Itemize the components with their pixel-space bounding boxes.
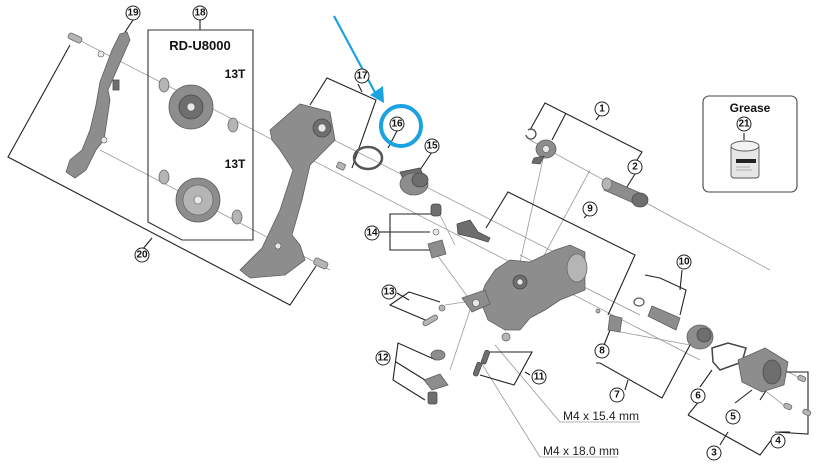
callouts: 19 18 17 16 15 1 2 21 9 14 20 10 13 8 12… <box>125 5 786 461</box>
screw-spec-label-short: M4 x 15.4 mm <box>563 409 639 423</box>
unit-part-7 <box>686 324 714 350</box>
pulley-teeth-upper-label: 13T <box>225 67 246 81</box>
svg-text:3: 3 <box>711 448 717 459</box>
svg-text:10: 10 <box>678 257 690 268</box>
svg-text:9: 9 <box>587 204 593 215</box>
callout-12[interactable]: 12 <box>375 350 391 366</box>
svg-text:2: 2 <box>632 162 638 173</box>
svg-text:7: 7 <box>614 390 620 401</box>
callout-16[interactable]: 16 <box>389 116 405 132</box>
callout-8[interactable]: 8 <box>594 343 610 359</box>
callout-17[interactable]: 17 <box>354 68 370 84</box>
adjusting-bolt-part-2 <box>601 177 649 208</box>
callout-11[interactable]: 11 <box>531 369 547 385</box>
callout-14[interactable]: 14 <box>364 225 380 241</box>
svg-text:5: 5 <box>730 412 736 423</box>
screw-part-13 <box>422 304 446 327</box>
parts-group-12 <box>423 349 449 405</box>
screw-part-19 <box>67 32 83 44</box>
cable-fixing-part-1 <box>525 128 557 165</box>
outer-plate-part-17 <box>239 103 346 279</box>
lever-part-9 <box>456 219 491 243</box>
callout-3[interactable]: 3 <box>706 445 722 461</box>
svg-text:8: 8 <box>599 346 605 357</box>
callout-18[interactable]: 18 <box>192 5 208 21</box>
svg-text:17: 17 <box>356 71 368 82</box>
callout-13[interactable]: 13 <box>381 284 397 300</box>
grease-jar-icon <box>730 140 760 179</box>
svg-text:21: 21 <box>738 119 750 130</box>
callout-2[interactable]: 2 <box>627 159 643 175</box>
pulley-lower-part-18 <box>158 169 243 225</box>
highlight-arrowhead-icon <box>370 86 384 103</box>
pulley-teeth-lower-label: 13T <box>225 157 246 171</box>
highlight-annotation <box>333 15 423 148</box>
bushing-part-15 <box>399 167 429 196</box>
callout-20[interactable]: 20 <box>134 247 150 263</box>
callout-19[interactable]: 19 <box>125 5 141 21</box>
highlight-circle-icon <box>379 104 423 148</box>
grease-box: Grease <box>702 95 798 193</box>
grease-label: Grease <box>730 101 771 115</box>
parts-group-14 <box>427 203 447 259</box>
callout-15[interactable]: 15 <box>424 138 440 154</box>
cover-part-5 <box>737 347 789 393</box>
svg-text:11: 11 <box>534 372 545 383</box>
svg-text:20: 20 <box>136 250 148 261</box>
svg-text:6: 6 <box>695 391 701 402</box>
callout-9[interactable]: 9 <box>582 201 598 217</box>
svg-text:4: 4 <box>775 436 781 447</box>
callout-21[interactable]: 21 <box>736 116 752 132</box>
svg-text:16: 16 <box>391 119 403 130</box>
b-tension-spring-clip-part-16 <box>352 145 384 171</box>
callout-5[interactable]: 5 <box>725 409 741 425</box>
main-body-part-9 <box>461 244 588 342</box>
model-label: RD-U8000 <box>169 38 230 53</box>
screws-part-4 <box>783 374 812 417</box>
screw-spec-label-long: M4 x 18.0 mm <box>543 444 619 458</box>
svg-text:15: 15 <box>426 141 438 152</box>
pivot-shaft-part-10 <box>633 297 681 331</box>
highlight-arrow-icon <box>333 15 379 99</box>
small-part-8 <box>595 308 623 333</box>
svg-text:14: 14 <box>366 228 378 239</box>
callout-10[interactable]: 10 <box>676 254 692 270</box>
svg-text:18: 18 <box>194 8 206 19</box>
svg-text:12: 12 <box>377 353 389 364</box>
callout-6[interactable]: 6 <box>690 388 706 404</box>
callout-1[interactable]: 1 <box>594 101 610 117</box>
screws-part-11 <box>472 349 491 377</box>
pulley-upper-part-18 <box>158 77 239 133</box>
svg-text:19: 19 <box>127 8 139 19</box>
screw-part-20 <box>313 257 329 270</box>
inner-plate-part-19 <box>65 31 131 179</box>
brackets <box>7 19 809 456</box>
callout-4[interactable]: 4 <box>770 433 786 449</box>
svg-text:1: 1 <box>599 104 605 115</box>
callout-7[interactable]: 7 <box>609 387 625 403</box>
svg-text:13: 13 <box>383 287 395 298</box>
